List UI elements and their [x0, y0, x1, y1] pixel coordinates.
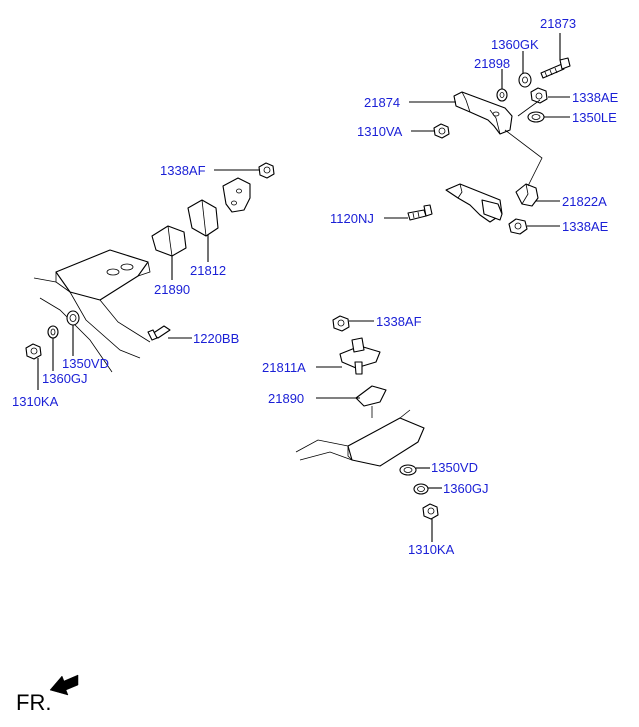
washer-1350VD-left	[66, 310, 80, 326]
washer-1350LE	[527, 111, 545, 123]
label-21890-left[interactable]: 21890	[154, 282, 190, 297]
frame-left	[33, 249, 151, 373]
label-1360GJ-center[interactable]: 1360GJ	[443, 481, 489, 496]
label-1360GK[interactable]: 1360GK	[491, 37, 539, 52]
rubber-21890-center	[355, 385, 387, 407]
frame-center	[295, 406, 425, 467]
front-arrow-icon	[49, 674, 79, 696]
label-21873[interactable]: 21873	[540, 16, 576, 31]
nut-1310VA	[433, 123, 450, 139]
label-21874[interactable]: 21874	[364, 95, 400, 110]
part-21898	[496, 88, 508, 102]
label-1350LE[interactable]: 1350LE	[572, 110, 617, 125]
label-1350VD-left[interactable]: 1350VD	[62, 356, 109, 371]
label-21890-center[interactable]: 21890	[268, 391, 304, 406]
bolt-1120NJ	[407, 204, 433, 221]
label-1360GJ-left[interactable]: 1360GJ	[42, 371, 88, 386]
nut-1338AE-top	[530, 87, 548, 104]
nut-1338AE-bottom	[508, 218, 528, 235]
label-1338AF-left[interactable]: 1338AF	[160, 163, 206, 178]
bracket-21812	[187, 177, 251, 237]
label-1120NJ[interactable]: 1120NJ	[330, 211, 374, 226]
washer-1360GJ-left	[47, 325, 59, 339]
nut-1310KA-left	[25, 343, 42, 360]
label-1310KA-left[interactable]: 1310KA	[12, 394, 59, 409]
bracket-21874	[453, 91, 513, 135]
label-21822A[interactable]: 21822A	[562, 194, 607, 209]
label-1350VD-center[interactable]: 1350VD	[431, 460, 478, 475]
label-1338AF-center[interactable]: 1338AF	[376, 314, 422, 329]
label-1338AE-top[interactable]: 1338AE	[572, 90, 619, 105]
bolt-1220BB	[147, 325, 171, 341]
label-21812[interactable]: 21812	[190, 263, 226, 278]
washer-1350VD-center	[399, 464, 417, 476]
label-1338AE-bottom[interactable]: 1338AE	[562, 219, 609, 234]
bolt-21873	[540, 57, 571, 79]
nut-1338AF-left	[258, 162, 275, 179]
washer-1360GK	[518, 72, 532, 88]
mount-21822A	[515, 183, 539, 207]
nut-1338AF-center	[332, 315, 350, 332]
label-21811A[interactable]: 21811A	[262, 360, 306, 375]
label-1220BB[interactable]: 1220BB	[193, 331, 239, 346]
label-21898[interactable]: 21898	[474, 56, 510, 71]
leader-lines	[37, 33, 570, 542]
label-1310VA[interactable]: 1310VA	[357, 124, 403, 139]
nut-1310KA-center	[422, 503, 439, 520]
washer-1360GJ-center	[413, 483, 429, 495]
rubber-21890-left	[151, 225, 187, 257]
mount-21811A	[339, 337, 381, 375]
bracket-21822A	[445, 183, 503, 223]
label-1310KA-center[interactable]: 1310KA	[408, 542, 455, 557]
front-direction-label: FR.	[16, 690, 51, 715]
